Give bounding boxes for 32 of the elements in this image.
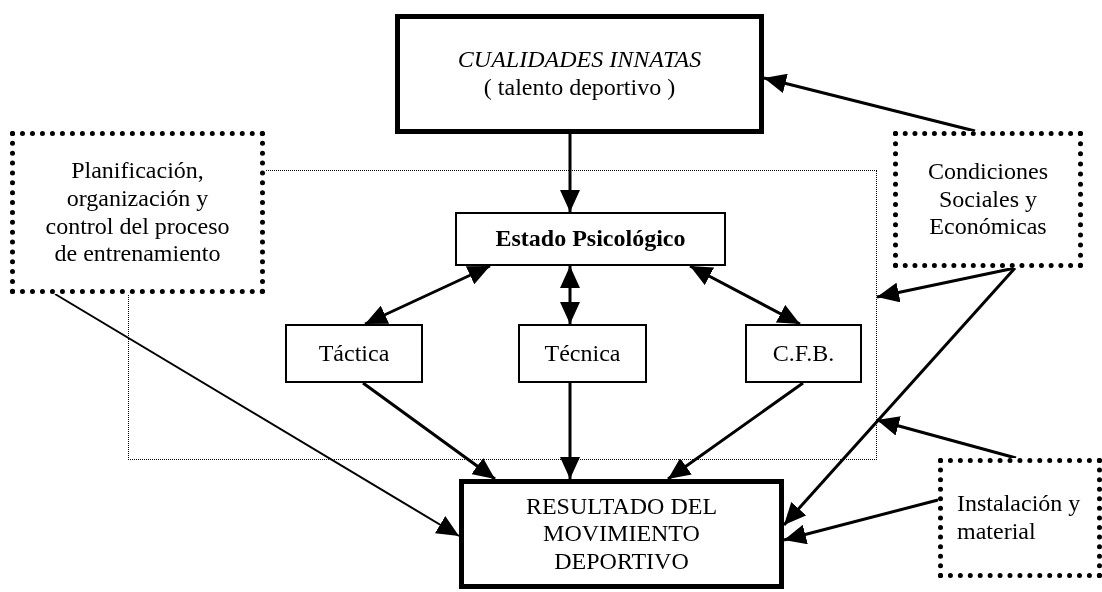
arrow (689, 264, 801, 326)
arrow (763, 73, 976, 133)
box-text: Técnica (544, 339, 621, 368)
box-text: Condiciones Sociales y Económicas (927, 158, 1049, 241)
arrow (783, 498, 939, 545)
arrow (782, 267, 1017, 526)
box-text: ( talento deportivo ) (483, 74, 676, 102)
process-box (10, 131, 265, 294)
process-box (938, 458, 1102, 578)
process-box (518, 324, 647, 383)
arrow (362, 381, 496, 481)
process-box (285, 324, 423, 383)
process-box (745, 324, 862, 383)
box-text: Planificación, organización y control del proceso de entrenamiento (44, 157, 231, 268)
arrow (876, 416, 1017, 460)
box-text: Táctica (318, 339, 390, 368)
box-heading: CUALIDADES INNATAS (457, 46, 702, 74)
box-text: Instalación y material (957, 490, 1082, 546)
arrow (54, 293, 460, 537)
process-box (455, 212, 726, 266)
arrow (876, 266, 1016, 303)
arrow (560, 134, 580, 212)
result-box (459, 479, 784, 589)
box-text: Estado Psicológico (495, 225, 686, 253)
process-box (395, 14, 764, 134)
process-box (893, 131, 1083, 268)
arrow (560, 266, 580, 324)
box-text: RESULTADO DEL MOVIMIENTO DEPORTIVO (524, 492, 719, 576)
arrow (364, 264, 491, 326)
box-text: C.F.B. (772, 339, 835, 368)
arrow (560, 383, 580, 479)
arrow (667, 381, 804, 481)
